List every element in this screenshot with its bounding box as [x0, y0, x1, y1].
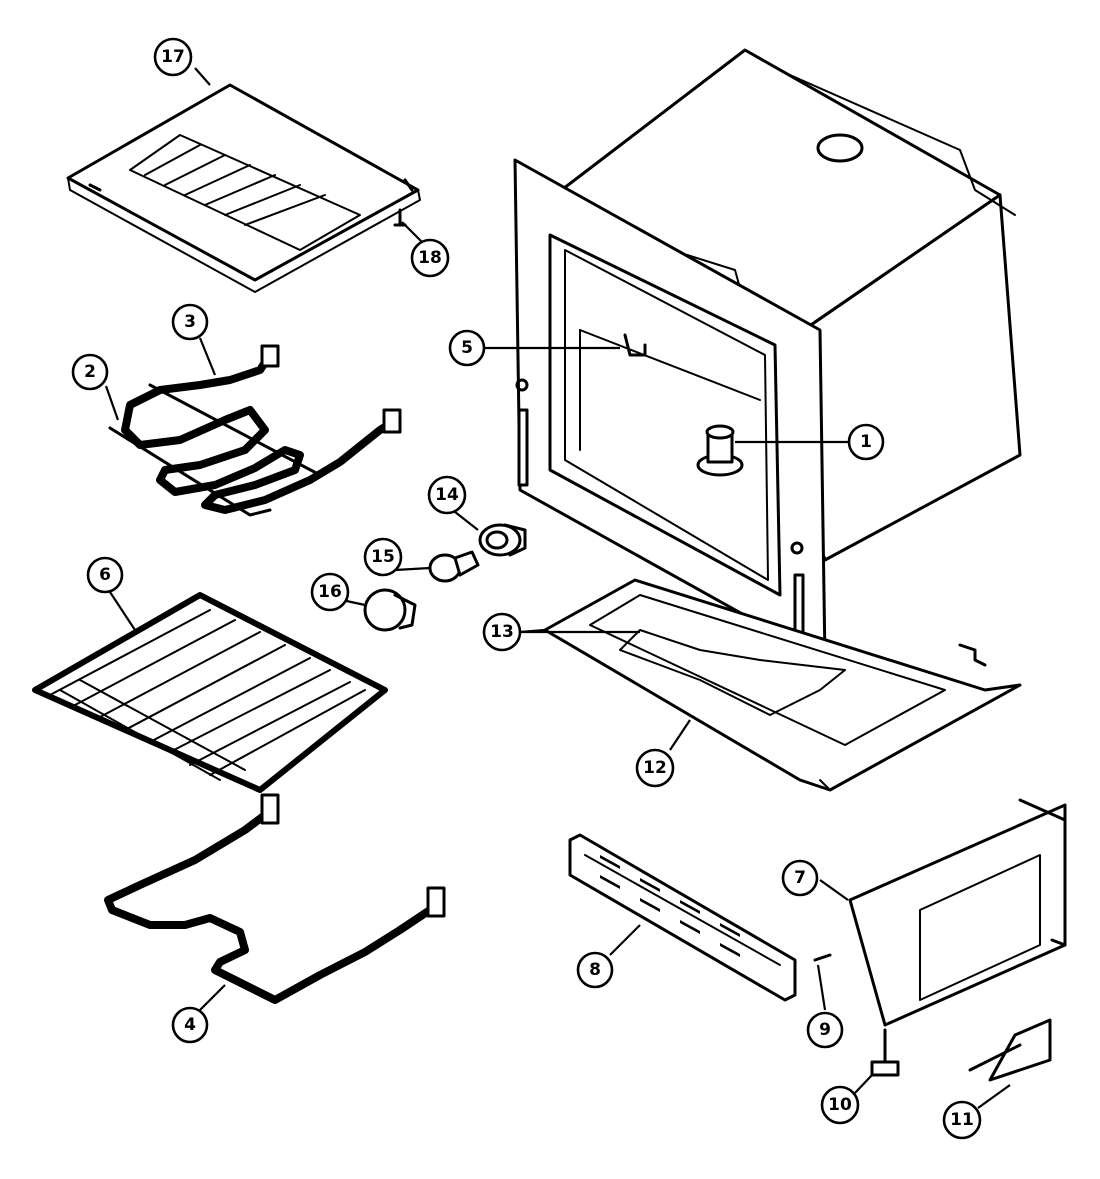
callout-16-label: 16 [318, 582, 342, 602]
callout-13-label: 13 [490, 622, 514, 642]
callout-17: 17 [153, 37, 193, 77]
vent-bracket [568, 833, 797, 1002]
callout-12: 12 [635, 748, 675, 788]
callout-18: 18 [410, 238, 450, 278]
callout-7: 7 [781, 859, 819, 897]
callout-1-label: 1 [860, 432, 872, 452]
callout-11-label: 11 [950, 1110, 974, 1130]
callout-6: 6 [86, 556, 124, 594]
callout-3-label: 3 [184, 312, 196, 332]
callout-8-label: 8 [589, 960, 601, 980]
callout-9: 9 [806, 1011, 844, 1049]
screw [393, 208, 407, 227]
callout-15-label: 15 [371, 547, 395, 567]
callout-5: 5 [448, 329, 486, 367]
anti-tip-bracket [968, 1018, 1052, 1082]
callout-3: 3 [171, 303, 209, 341]
insulation-pad [619, 629, 846, 716]
callout-7-label: 7 [794, 868, 806, 888]
callout-6-label: 6 [99, 565, 111, 585]
callout-16: 16 [310, 572, 350, 612]
callout-2: 2 [71, 353, 109, 391]
callout-2-label: 2 [84, 362, 96, 382]
bracket-screw [813, 953, 832, 962]
top-tray [66, 83, 421, 293]
callout-12-label: 12 [643, 758, 667, 778]
bake-element [104, 793, 446, 1004]
callout-5-label: 5 [461, 338, 473, 358]
oven-rack [32, 592, 388, 793]
element-bracket [108, 383, 322, 517]
callout-1: 1 [847, 423, 885, 461]
callout-18-label: 18 [418, 248, 442, 268]
oven-cavity [513, 48, 1022, 662]
light-socket [478, 523, 527, 557]
callout-13: 13 [482, 612, 522, 652]
callout-14: 14 [427, 475, 467, 515]
toe-kick-panel [848, 798, 1067, 1027]
light-bulb [428, 550, 480, 583]
leveling-leg [870, 1028, 900, 1077]
callout-4: 4 [171, 1006, 209, 1044]
callout-17-label: 17 [161, 47, 185, 67]
bottom-pan [543, 578, 1022, 792]
callout-8: 8 [576, 951, 614, 989]
broil-element [121, 344, 402, 514]
light-lens [363, 588, 417, 632]
callout-10: 10 [820, 1085, 860, 1125]
callout-10-label: 10 [828, 1095, 852, 1115]
leader-lines [104, 67, 1011, 1109]
rack-clip [623, 333, 647, 357]
element-boss [696, 424, 744, 477]
callout-11: 11 [942, 1100, 982, 1140]
callout-4-label: 4 [184, 1015, 196, 1035]
callout-15: 15 [363, 537, 403, 577]
callout-14-label: 14 [435, 485, 459, 505]
callout-9-label: 9 [819, 1020, 831, 1040]
